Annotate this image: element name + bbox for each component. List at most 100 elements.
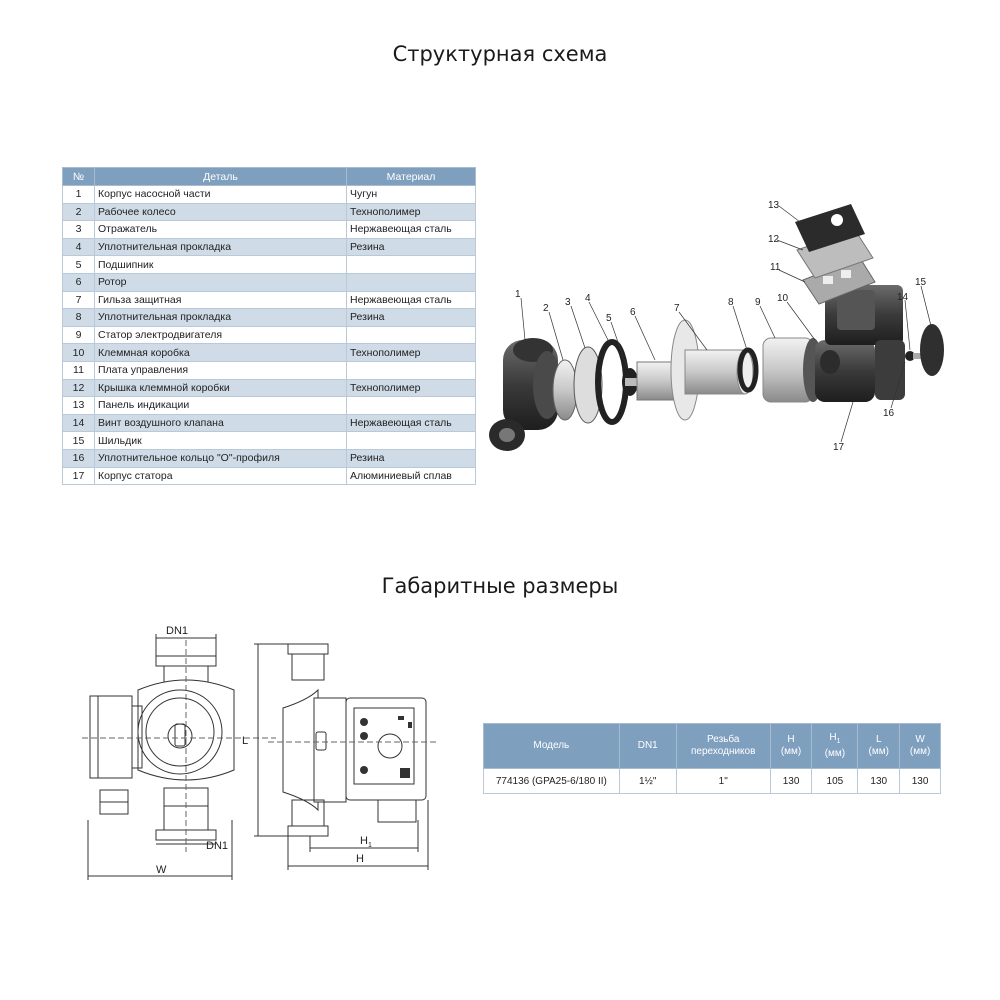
dimension-drawing: DN1 DN1 W L H1 H — [82, 625, 438, 880]
spec-l: 130 — [857, 768, 901, 794]
callout-9: 9 — [755, 297, 761, 308]
spec-w: 130 — [899, 768, 941, 794]
part-material: Резина — [346, 448, 476, 468]
part-material — [346, 325, 476, 345]
display-panel-part — [795, 204, 865, 252]
callout-labels: 1 2 3 4 5 6 7 8 9 10 11 12 13 14 15 16 1… — [515, 200, 927, 453]
header-number: № — [62, 167, 95, 186]
part-name: Ротор — [94, 272, 347, 292]
part-number: 10 — [62, 343, 95, 362]
stator-housing-part — [815, 285, 905, 402]
callout-3: 3 — [565, 297, 571, 308]
callout-4: 4 — [585, 293, 591, 304]
part-name: Винт воздушного клапана — [94, 413, 347, 433]
spec-model: 774136 (GPA25-6/180 II) — [483, 768, 620, 794]
callout-5: 5 — [606, 313, 612, 324]
callout-13: 13 — [768, 200, 780, 211]
part-number: 16 — [62, 448, 95, 468]
part-material — [346, 396, 476, 415]
bearing-part — [622, 368, 638, 396]
part-number: 9 — [62, 325, 95, 345]
dimension-lines — [87, 634, 429, 880]
impeller-part — [552, 359, 578, 421]
part-number: 13 — [62, 396, 95, 415]
h1-label: H1 — [360, 835, 372, 849]
part-name: Панель индикации — [94, 396, 347, 415]
callout-7: 7 — [674, 303, 680, 314]
spec-header-h1: H1(мм) — [811, 723, 859, 769]
callout-12: 12 — [768, 234, 780, 245]
length-label: L — [242, 735, 248, 747]
structure-title: Структурная схема — [392, 42, 608, 66]
dimensions-title: Габаритные размеры — [381, 574, 619, 598]
callout-17: 17 — [833, 442, 845, 453]
part-name: Крышка клеммной коробки — [94, 378, 347, 398]
part-material — [346, 360, 476, 380]
part-number: 3 — [62, 220, 95, 239]
part-material: Резина — [346, 237, 476, 257]
part-name: Клеммная коробка — [94, 343, 347, 362]
parts-table-header: № Деталь Материал — [62, 167, 476, 186]
pump-housing-part — [489, 338, 561, 451]
callout-lines — [520, 205, 932, 443]
part-number: 12 — [62, 378, 95, 398]
part-number: 17 — [62, 466, 95, 486]
stator-part — [762, 337, 823, 403]
spec-dn1: 1½" — [618, 768, 677, 794]
callout-8: 8 — [728, 297, 734, 308]
part-material — [346, 431, 476, 450]
spec-h1: 105 — [811, 768, 859, 794]
part-material: Нержавеющая сталь — [346, 290, 476, 310]
part-material: Резина — [346, 308, 476, 327]
part-name: Плата управления — [94, 360, 347, 380]
dn1-top-label: DN1 — [166, 625, 188, 637]
part-name: Корпус статора — [94, 466, 347, 486]
part-number: 5 — [62, 255, 95, 274]
callout-1: 1 — [515, 289, 521, 300]
part-material: Технополимер — [346, 343, 476, 362]
spec-header-model: Модель — [483, 723, 620, 769]
part-name: Уплотнительное кольцо "О"-профиля — [94, 448, 347, 468]
callout-15: 15 — [915, 277, 927, 288]
callout-6: 6 — [630, 307, 636, 318]
nameplate-part — [920, 324, 944, 376]
part-number: 6 — [62, 272, 95, 292]
part-material: Технополимер — [346, 378, 476, 398]
spec-table-row: 774136 (GPA25-6/180 II) 1½" 1" 130 105 1… — [483, 768, 941, 794]
part-name: Уплотнительная прокладка — [94, 237, 347, 257]
part-number: 15 — [62, 431, 95, 450]
spec-header-h: H(мм) — [769, 723, 813, 769]
header-part: Деталь — [94, 167, 347, 186]
part-number: 7 — [62, 290, 95, 310]
part-number: 2 — [62, 202, 95, 222]
part-name: Шильдик — [94, 431, 347, 450]
spec-h: 130 — [769, 768, 813, 794]
part-number: 1 — [62, 185, 95, 204]
part-number: 14 — [62, 413, 95, 433]
part-material: Нержавеющая сталь — [346, 413, 476, 433]
part-name: Статор электродвигателя — [94, 325, 347, 345]
part-material — [346, 255, 476, 274]
gasket-2-part — [737, 347, 759, 393]
part-name: Отражатель — [94, 220, 347, 239]
part-material: Алюминиевый сплав — [346, 466, 476, 486]
dn1-bottom-label: DN1 — [206, 840, 228, 852]
reflector-part — [573, 346, 603, 424]
side-view — [268, 643, 438, 837]
part-name: Уплотнительная прокладка — [94, 308, 347, 327]
